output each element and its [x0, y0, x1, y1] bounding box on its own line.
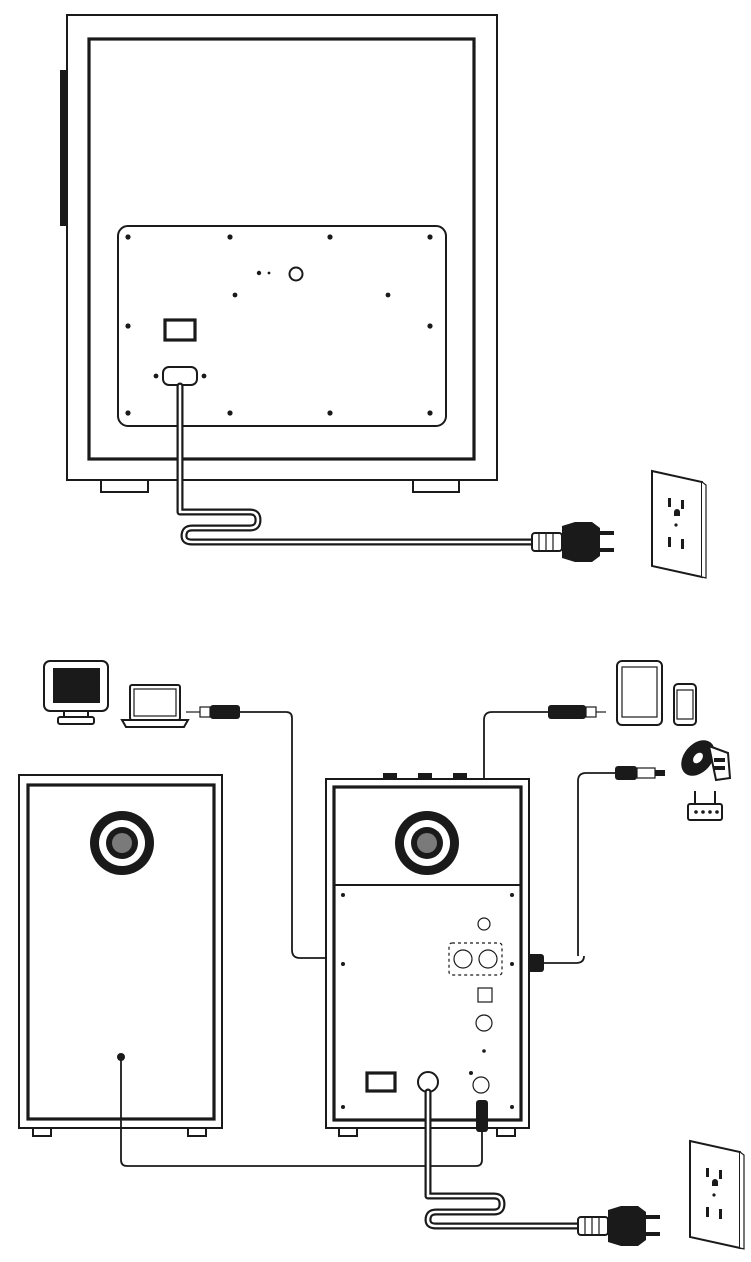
wall-outlet-icon: [651, 469, 707, 579]
passive-speaker-tweeter: [90, 811, 154, 875]
cd-disc-icon: [681, 740, 732, 782]
subwoofer-rear: [60, 14, 498, 493]
active-power-switch: [365, 1071, 397, 1093]
power-plug-icon-2: [577, 1206, 660, 1246]
subwoofer-foot-right: [412, 479, 460, 493]
subwoofer-inner-frame: [87, 37, 476, 461]
rca-left-input: [453, 949, 473, 969]
wall-outlet-icon-2: [689, 1139, 745, 1250]
power-plug-icon: [531, 522, 614, 562]
speaker-output-terminal: [472, 1076, 490, 1094]
active-speaker-rear: [325, 773, 530, 1137]
power-cable: [176, 382, 539, 546]
laptop-icon: [120, 684, 190, 728]
subwoofer-back-plate: [117, 225, 447, 427]
rca-input-box: [448, 942, 503, 976]
router-icon: [687, 791, 723, 821]
subwoofer-indicator-led: [256, 270, 262, 276]
power-cable-2: [424, 1088, 584, 1230]
subwoofer-side-bar: [60, 70, 66, 226]
tablet-icon: [616, 660, 663, 726]
aux-in-jack: [477, 917, 491, 931]
smartphone-icon: [673, 683, 697, 726]
rca-right-input: [478, 949, 498, 969]
subwoofer-screws: [125, 234, 433, 416]
subwoofer-power-socket: [153, 366, 207, 386]
monitor-icon: [43, 660, 109, 725]
active-speaker-tweeter: [395, 811, 459, 875]
optical-input-port: [477, 987, 493, 1003]
subwoofer-power-switch: [163, 318, 197, 342]
subwoofer-foot-left: [100, 479, 149, 493]
speaker-wire: [120, 1057, 488, 1167]
active-volume-knob: [475, 1014, 493, 1032]
subwoofer-volume-knob: [288, 266, 304, 282]
